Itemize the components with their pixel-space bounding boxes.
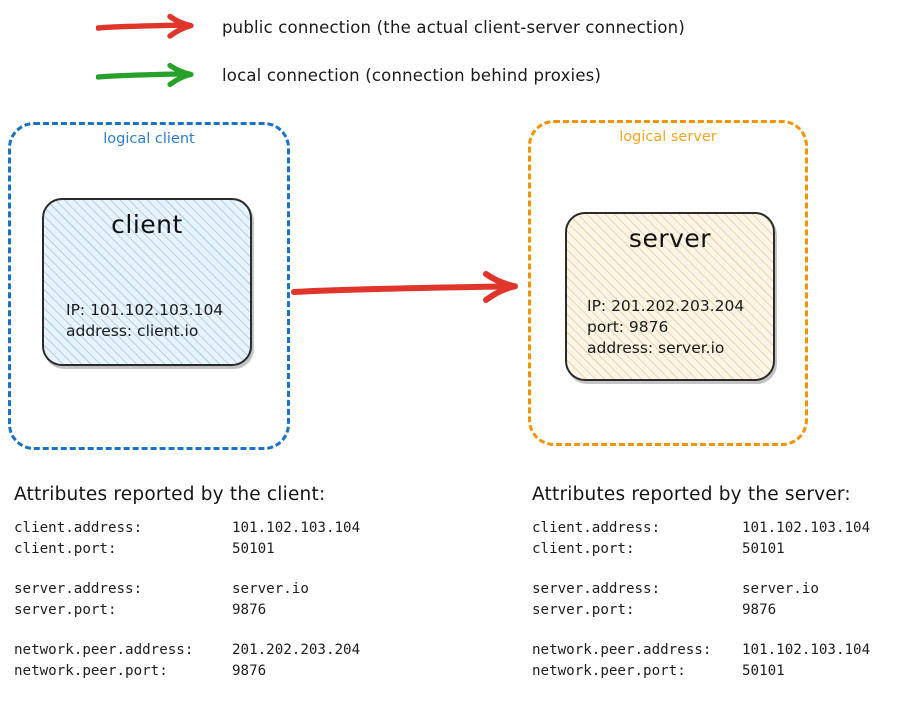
- attr-value: server.io: [232, 581, 309, 597]
- table-row: network.peer.address: 201.202.203.204: [14, 640, 360, 661]
- table-row: network.peer.port: 50101: [532, 661, 870, 682]
- attr-key: server.port:: [14, 601, 117, 618]
- table-spacer-row: [14, 620, 360, 640]
- attr-value: 101.102.103.104: [232, 520, 361, 536]
- attributes-server-heading: Attributes reported by the server:: [532, 484, 851, 505]
- legend-label-local-connection: local connection (connection behind prox…: [222, 65, 602, 85]
- server-node-line-ip: IP: 201.202.203.204: [587, 297, 745, 315]
- legend-item-public-connection: public connection (the actual client-ser…: [96, 12, 685, 42]
- table-row: client.address: 101.102.103.104: [14, 518, 360, 539]
- table-row: server.address: server.io: [14, 579, 360, 600]
- attributes-client-heading: Attributes reported by the client:: [14, 484, 326, 505]
- legend-item-local-connection: local connection (connection behind prox…: [96, 60, 601, 90]
- attr-value: server.io: [742, 581, 819, 597]
- attr-key: client.address:: [532, 520, 661, 536]
- attr-value: 50101: [742, 662, 785, 679]
- table-row: server.port: 9876: [532, 600, 870, 621]
- arrow-right-icon: [96, 13, 194, 39]
- server-node-details: IP: 201.202.203.204 port: 9876 address: …: [587, 296, 744, 359]
- legend: public connection (the actual client-ser…: [0, 0, 900, 100]
- attr-key: client.address:: [14, 520, 143, 536]
- legend-label-public-connection: public connection (the actual client-ser…: [222, 17, 685, 37]
- attributes-panel-client: Attributes reported by the client: clien…: [14, 484, 360, 681]
- logical-client-group: logical client: [8, 122, 290, 450]
- attr-value: 101.102.103.104: [742, 642, 871, 658]
- attr-key: server.address:: [14, 581, 143, 597]
- table-row: server.port: 9876: [14, 600, 360, 621]
- table-row: network.peer.port: 9876: [14, 661, 360, 682]
- server-node-title: server: [628, 224, 712, 253]
- table-row: client.port: 50101: [14, 539, 360, 560]
- attr-key: server.port:: [532, 601, 635, 618]
- client-node-line-ip: IP: 101.102.103.104: [66, 301, 224, 319]
- attr-value: 9876: [232, 662, 267, 679]
- client-node-details: IP: 101.102.103.104 address: client.io: [66, 300, 223, 342]
- table-spacer-row: [14, 559, 360, 579]
- attributes-server-table: client.address: 101.102.103.104 client.p…: [532, 518, 870, 681]
- attr-key: network.peer.port:: [14, 662, 168, 679]
- attr-value: 101.102.103.104: [742, 520, 871, 536]
- attr-value: 50101: [232, 540, 275, 557]
- server-node-line-address: address: server.io: [587, 339, 725, 357]
- attr-key: network.peer.address:: [532, 642, 712, 658]
- attr-key: network.peer.address:: [14, 642, 194, 658]
- public-connection-arrow-icon: [291, 271, 518, 303]
- attr-value: 201.202.203.204: [232, 642, 361, 658]
- table-row: server.address: server.io: [532, 579, 870, 600]
- arrow-right-icon: [96, 62, 194, 88]
- table-row: client.address: 101.102.103.104: [532, 518, 870, 539]
- logical-server-group: logical server: [528, 120, 808, 446]
- attributes-client-table: client.address: 101.102.103.104 client.p…: [14, 518, 360, 681]
- client-node-title: client: [111, 210, 183, 239]
- server-node-line-port: port: 9876: [587, 318, 669, 336]
- attr-key: client.port:: [532, 540, 635, 557]
- attributes-panel-server: Attributes reported by the server: clien…: [532, 484, 870, 681]
- client-node: client IP: 101.102.103.104 address: clie…: [42, 198, 252, 366]
- attr-key: client.port:: [14, 540, 117, 557]
- attr-value: 9876: [232, 601, 267, 618]
- table-spacer-row: [532, 559, 870, 579]
- attr-key: network.peer.port:: [532, 662, 686, 679]
- server-node: server IP: 201.202.203.204 port: 9876 ad…: [565, 212, 775, 381]
- client-node-line-address: address: client.io: [66, 322, 199, 340]
- attr-value: 9876: [742, 601, 777, 618]
- attr-value: 50101: [742, 540, 785, 557]
- table-row: client.port: 50101: [532, 539, 870, 560]
- table-spacer-row: [532, 620, 870, 640]
- logical-server-label: logical server: [619, 129, 717, 145]
- table-row: network.peer.address: 101.102.103.104: [532, 640, 870, 661]
- attr-key: server.address:: [532, 581, 661, 597]
- logical-client-label: logical client: [103, 131, 195, 147]
